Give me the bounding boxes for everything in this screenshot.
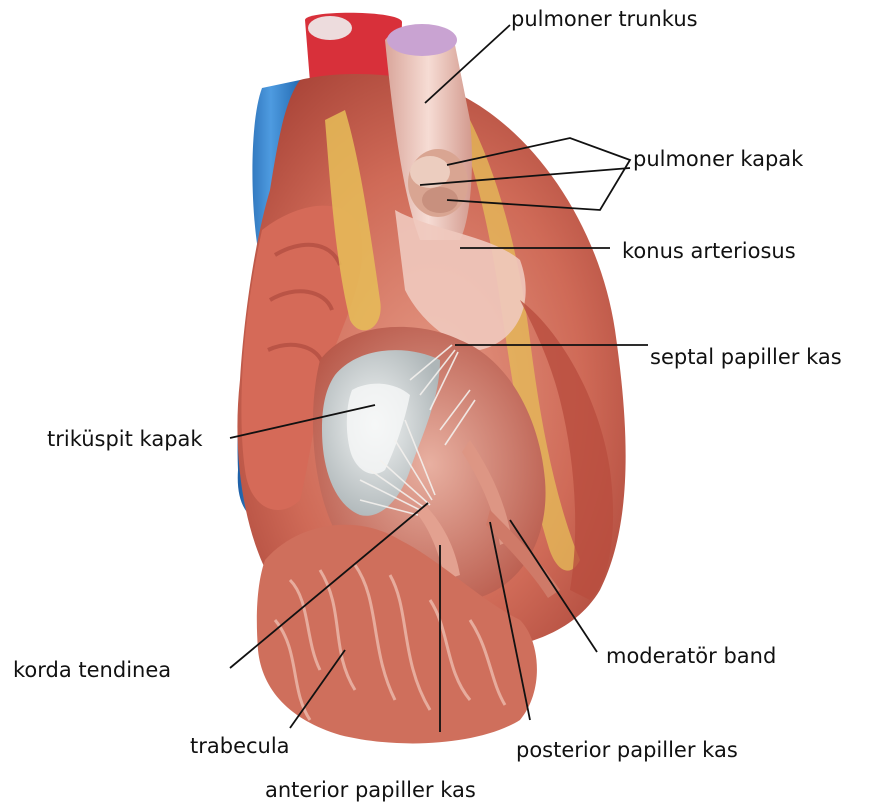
label-posterior-papiller-kas: posterior papiller kas xyxy=(516,738,738,762)
label-pulmoner-trunkus: pulmoner trunkus xyxy=(511,7,698,31)
aorta-lumen xyxy=(308,16,352,40)
label-trikuspit-kapak: triküspit kapak xyxy=(47,427,203,451)
label-trabecula: trabecula xyxy=(190,734,290,758)
label-anterior-papiller-kas: anterior papiller kas xyxy=(265,778,476,802)
label-korda-tendinea: korda tendinea xyxy=(13,658,171,682)
label-moderator-band: moderatör band xyxy=(606,644,776,668)
pulmonary-trunk-opening xyxy=(387,24,457,56)
label-pulmoner-kapak: pulmoner kapak xyxy=(633,147,804,171)
label-septal-papiller-kas: septal papiller kas xyxy=(650,345,842,369)
label-konus-arteriosus: konus arteriosus xyxy=(622,239,796,263)
